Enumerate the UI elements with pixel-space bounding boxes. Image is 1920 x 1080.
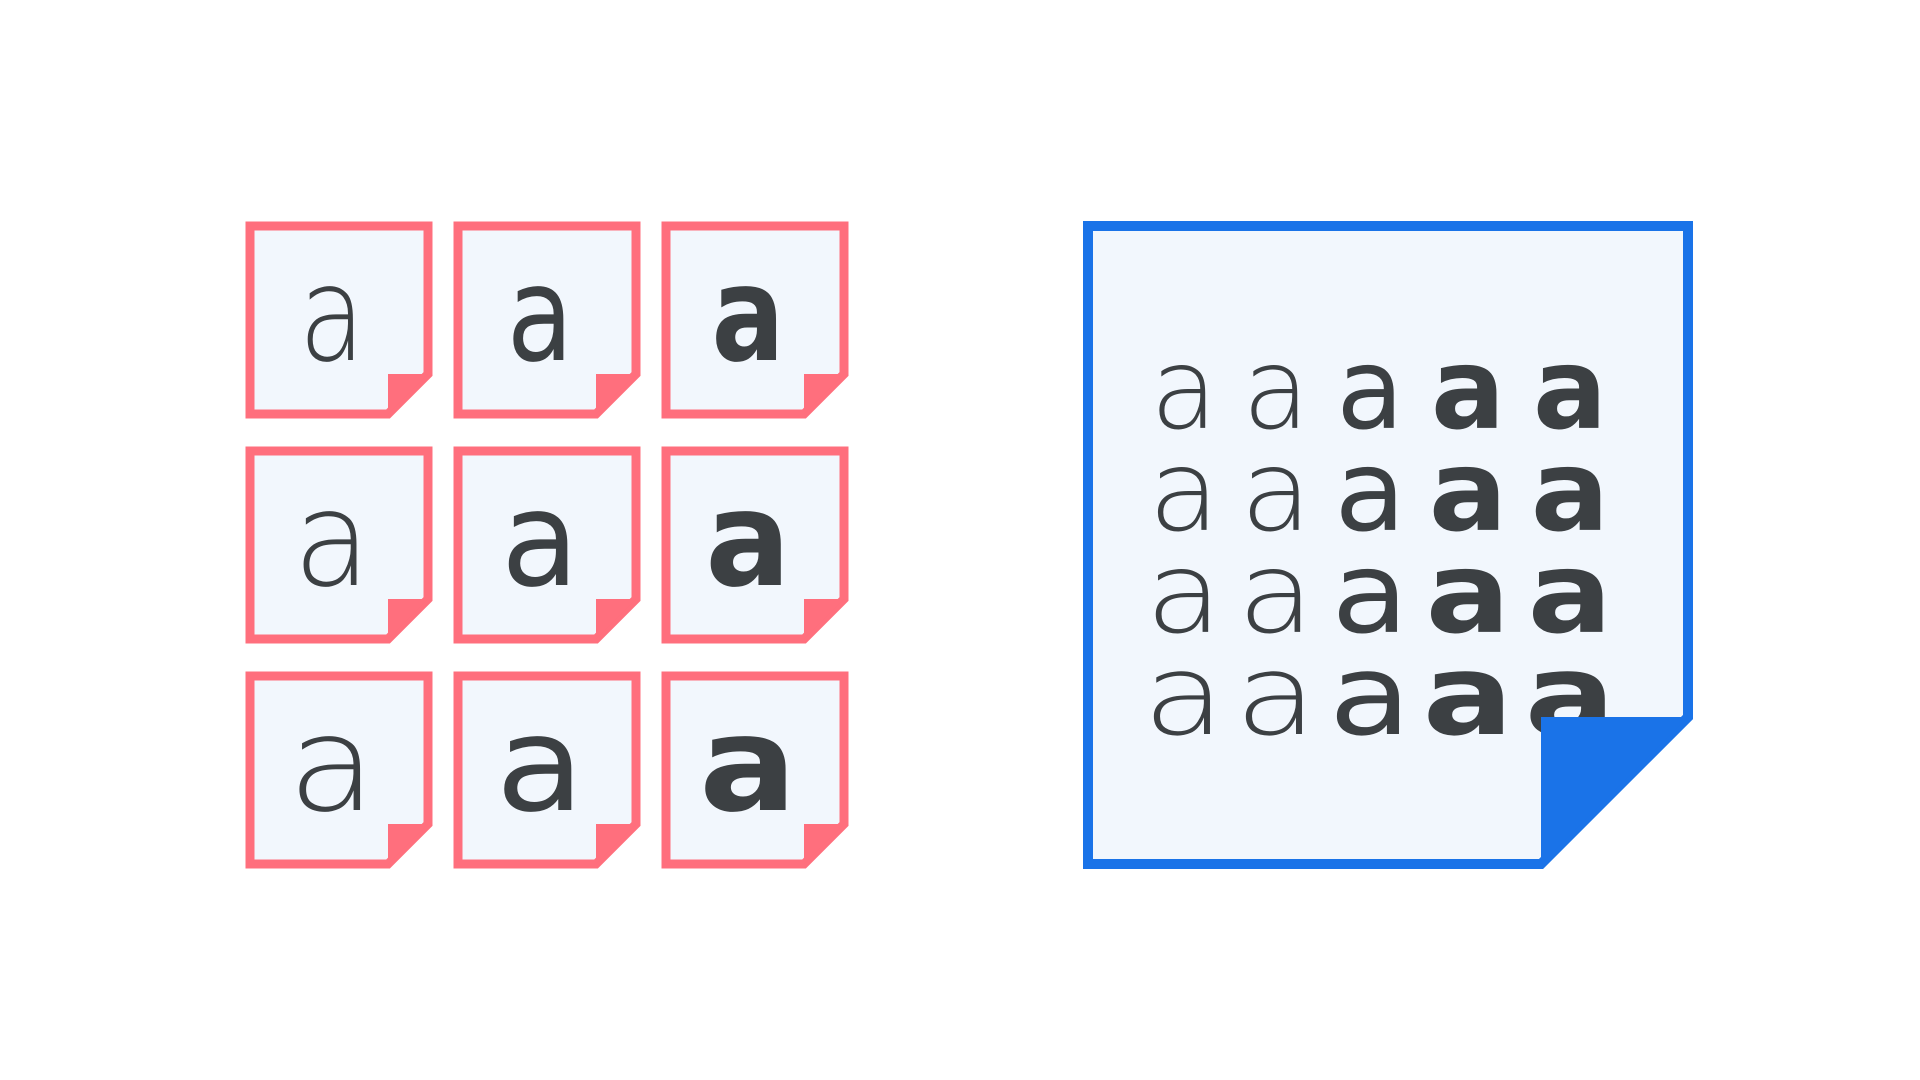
glyph-a-r3-c1: a bbox=[288, 687, 377, 841]
page-fold-corner bbox=[804, 374, 844, 414]
variable-glyph-a-r1-c3: a bbox=[1336, 325, 1403, 455]
variable-glyph-a-r2-c5: a bbox=[1531, 426, 1610, 556]
variable-glyph-a-r1-c2: a bbox=[1242, 325, 1309, 455]
glyph-a-r1-c2: a bbox=[507, 239, 573, 392]
variable-glyph-a-r1-c4: a bbox=[1431, 325, 1505, 455]
variable-glyph-a-r2-c1: a bbox=[1148, 426, 1219, 556]
variable-glyph-a-r1-c5: a bbox=[1533, 325, 1607, 455]
variable-glyph-a-r4-c2: a bbox=[1235, 631, 1317, 761]
glyph-a-r3-c2: a bbox=[496, 687, 585, 841]
glyph-a-r1-c1: a bbox=[299, 239, 365, 392]
static-font-file-r2-c2: a bbox=[453, 446, 641, 644]
static-font-file-r3-c2: a bbox=[453, 671, 641, 869]
page-fold-corner bbox=[388, 374, 428, 414]
variable-glyph-a-r4-c1: a bbox=[1143, 631, 1225, 761]
glyph-a-r1-c3: a bbox=[711, 239, 784, 392]
page-fold-corner bbox=[596, 599, 636, 639]
static-font-file-r2-c3: a bbox=[661, 446, 849, 644]
page-fold-corner bbox=[804, 824, 844, 864]
static-font-file-r2-c1: a bbox=[245, 446, 433, 644]
page-fold-corner bbox=[388, 824, 428, 864]
variable-glyph-a-r2-c4: a bbox=[1429, 426, 1508, 556]
static-font-file-r1-c1: a bbox=[245, 221, 433, 419]
static-font-file-r1-c2: a bbox=[453, 221, 641, 419]
static-font-file-r1-c3: a bbox=[661, 221, 849, 419]
variable-glyph-a-r1-c1: a bbox=[1150, 325, 1217, 455]
variable-glyph-a-r3-c1: a bbox=[1146, 529, 1223, 659]
static-font-file-r3-c1: a bbox=[245, 671, 433, 869]
variable-glyph-a-r3-c4: a bbox=[1426, 529, 1511, 659]
page-fold-corner bbox=[596, 824, 636, 864]
glyph-a-r2-c2: a bbox=[501, 463, 579, 617]
variable-glyph-a-r3-c2: a bbox=[1238, 529, 1315, 659]
glyph-a-r2-c3: a bbox=[705, 463, 791, 617]
variable-glyph-a-r2-c3: a bbox=[1334, 426, 1405, 556]
static-font-file-r3-c3: a bbox=[661, 671, 849, 869]
page-fold-corner bbox=[596, 374, 636, 414]
page-fold-corner bbox=[388, 599, 428, 639]
variable-page-fold-corner bbox=[1541, 717, 1688, 864]
variable-glyph-a-r2-c2: a bbox=[1240, 426, 1311, 556]
variable-glyph-a-r4-c3: a bbox=[1329, 631, 1411, 761]
variable-glyph-a-r3-c3: a bbox=[1332, 529, 1409, 659]
glyph-a-r3-c3: a bbox=[699, 687, 797, 841]
glyph-a-r2-c1: a bbox=[293, 463, 371, 617]
page-fold-corner bbox=[804, 599, 844, 639]
variable-glyph-a-r4-c4: a bbox=[1423, 631, 1514, 761]
variable-glyph-a-r3-c5: a bbox=[1528, 529, 1613, 659]
